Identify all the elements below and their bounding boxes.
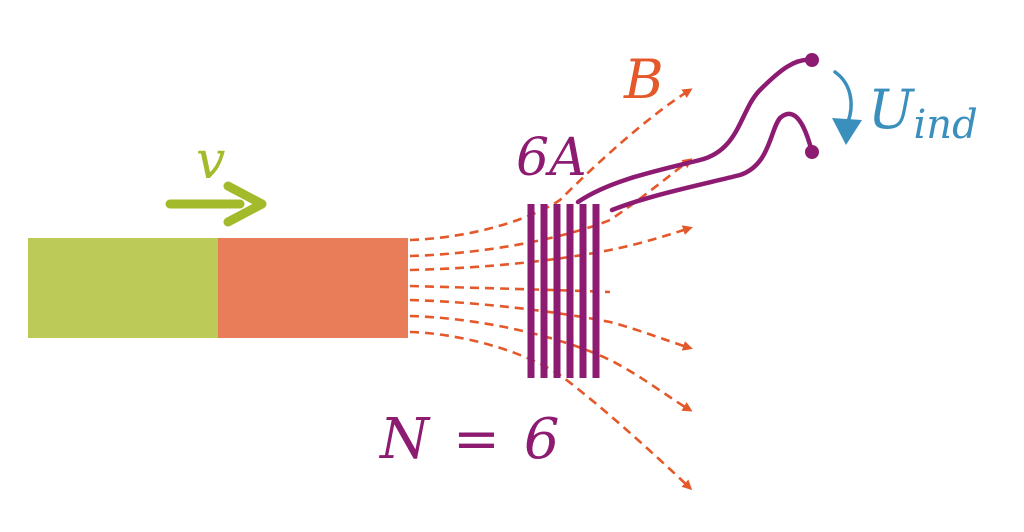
coil: [527, 204, 600, 378]
lead-wire-upper: [575, 57, 815, 205]
coil-leads: [575, 57, 815, 213]
field-line: [409, 314, 693, 412]
field-label: B: [623, 48, 664, 111]
voltage-subscript: ind: [914, 102, 978, 148]
velocity-arrow: [165, 181, 267, 227]
field-line: [409, 88, 693, 242]
terminal-top: [805, 53, 819, 67]
magnet-north-pole: [28, 238, 218, 338]
turns-value: 6: [524, 407, 560, 472]
voltage-label: Uind: [868, 78, 978, 148]
coil-label: 6A: [516, 128, 587, 188]
field-line: [409, 298, 693, 351]
voltage-arrow: [832, 70, 862, 145]
field-line: [409, 225, 693, 272]
terminal-bottom: [805, 145, 819, 159]
field-line: [409, 284, 611, 294]
velocity-label: v: [196, 131, 225, 191]
voltage-symbol: U: [868, 78, 915, 141]
turns-variable: N: [378, 407, 431, 472]
turns-label: N = 6: [378, 407, 560, 472]
field-line: [409, 158, 693, 258]
lead-wire-lower: [609, 111, 815, 213]
turns-equals: =: [453, 407, 500, 472]
magnet-south-pole: [218, 238, 408, 338]
